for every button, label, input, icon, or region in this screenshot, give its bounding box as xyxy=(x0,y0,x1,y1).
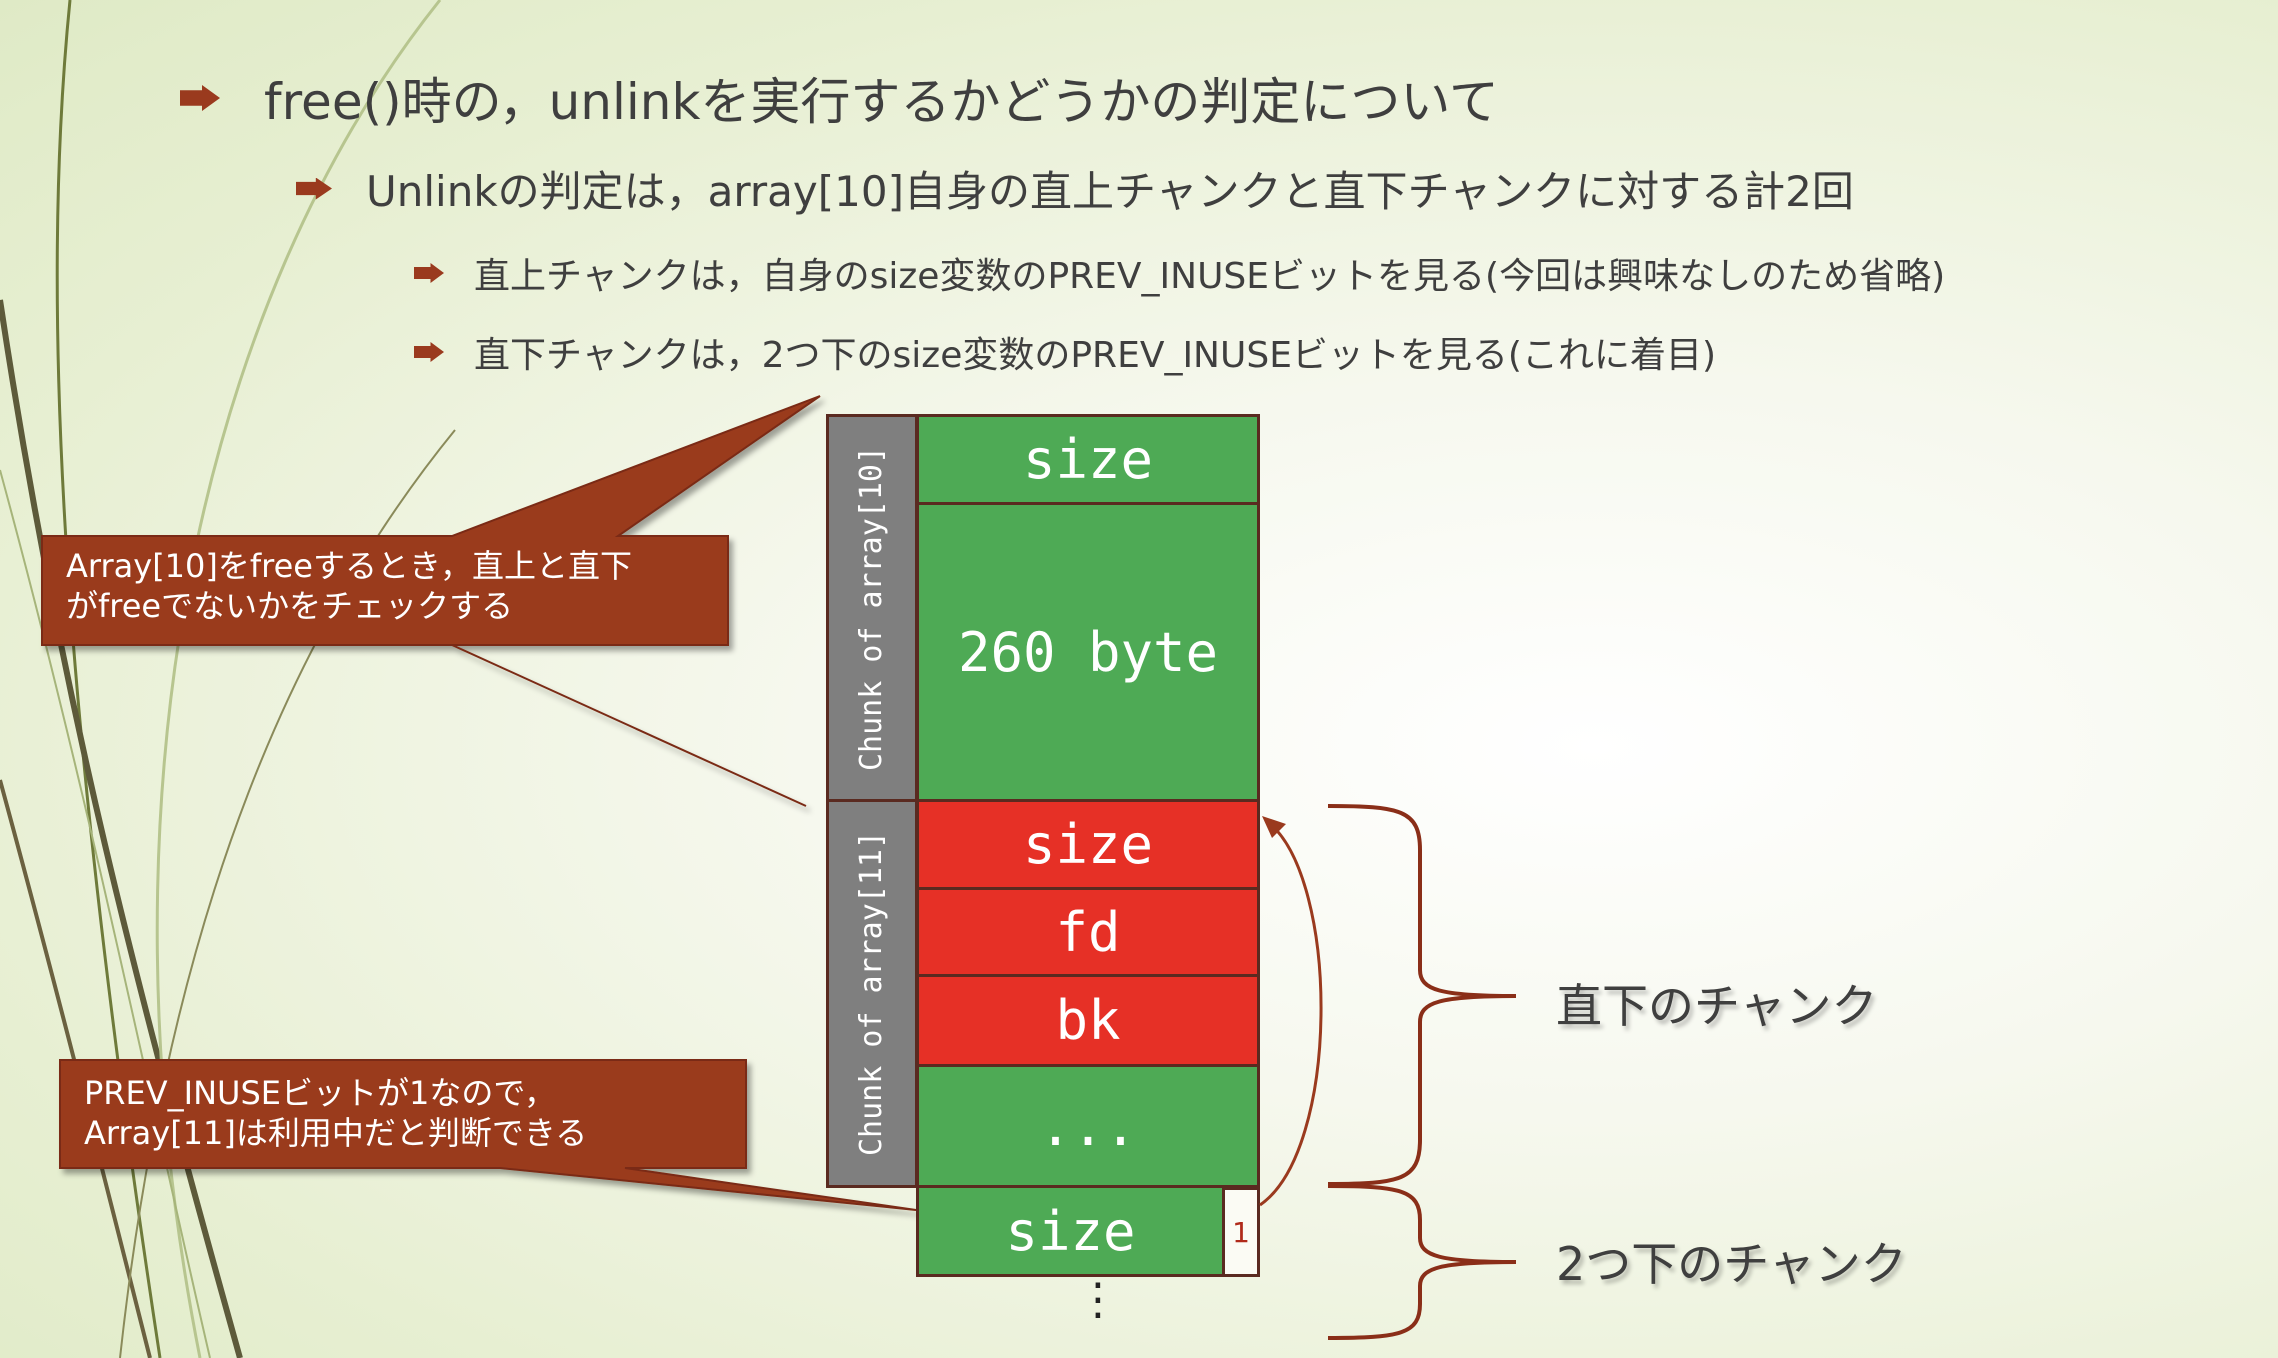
curved-arrow-icon xyxy=(1259,820,1323,1207)
arrow-bullet-icon xyxy=(414,263,444,283)
bullet-level3: 直上チャンクは，自身のsize変数のPREV_INUSEビットを見る(今回は興味… xyxy=(414,247,1945,299)
bullet-level3: 直下チャンクは，2つ下のsize変数のPREV_INUSEビットを見る(これに着… xyxy=(414,326,1716,378)
bullet-level1: free()時の，unlinkを実行するかどうかの判定について xyxy=(180,62,1499,134)
label-direct-below-chunk: 直下のチャンク xyxy=(1556,979,1878,1033)
callout-line: Array[10]をfreeするとき，直上と直下 xyxy=(66,547,633,585)
bullet-text: 直上チャンクは，自身のsize変数のPREV_INUSEビットを見る(今回は興味… xyxy=(474,256,1946,297)
bullet-level2: Unlinkの判定は，array[10]自身の直上チャンクと直下チャンクに対する… xyxy=(296,158,1854,219)
label-two-below-chunk: 2つ下のチャンク xyxy=(1556,1237,1907,1291)
brace-direct-below-icon xyxy=(1327,804,1517,1186)
callout-line: がfreeでないかをチェックする xyxy=(66,587,514,625)
callout-2-shape xyxy=(59,1059,917,1211)
cell-fd: fd xyxy=(916,887,1260,977)
bullet-text: Unlinkの判定は，array[10]自身の直上チャンクと直下チャンクに対する… xyxy=(366,167,1854,216)
callout-line: PREV_INUSEビットが1なので， xyxy=(84,1074,557,1112)
prev-inuse-bit: 1 xyxy=(1222,1187,1260,1277)
callout-1-shape xyxy=(41,395,821,807)
callout-prev-inuse: PREV_INUSEビットが1なので， Array[11]は利用中だと判断できる xyxy=(84,1073,587,1153)
callout-unlink-check: Array[10]をfreeするとき，直上と直下 がfreeでないかをチェックす… xyxy=(66,546,632,626)
cell-260-byte: 260 byte xyxy=(916,502,1260,802)
bullet-text: free()時の，unlinkを実行するかどうかの判定について xyxy=(264,73,1499,131)
brace-two-below-icon xyxy=(1327,1184,1517,1340)
arrow-bullet-icon xyxy=(414,342,444,362)
cell-ellipsis: ... xyxy=(916,1064,1260,1188)
arrowhead-icon xyxy=(1262,816,1286,838)
bullet-text: 直下チャンクは，2つ下のsize変数のPREV_INUSEビットを見る(これに着… xyxy=(474,335,1717,376)
callout-line: Array[11]は利用中だと判断できる xyxy=(84,1114,588,1152)
cell-size-array10: size xyxy=(916,414,1260,505)
cell-size-next: size xyxy=(916,1185,1225,1277)
cell-size-array11: size xyxy=(916,799,1260,890)
arrow-bullet-icon xyxy=(296,177,332,200)
